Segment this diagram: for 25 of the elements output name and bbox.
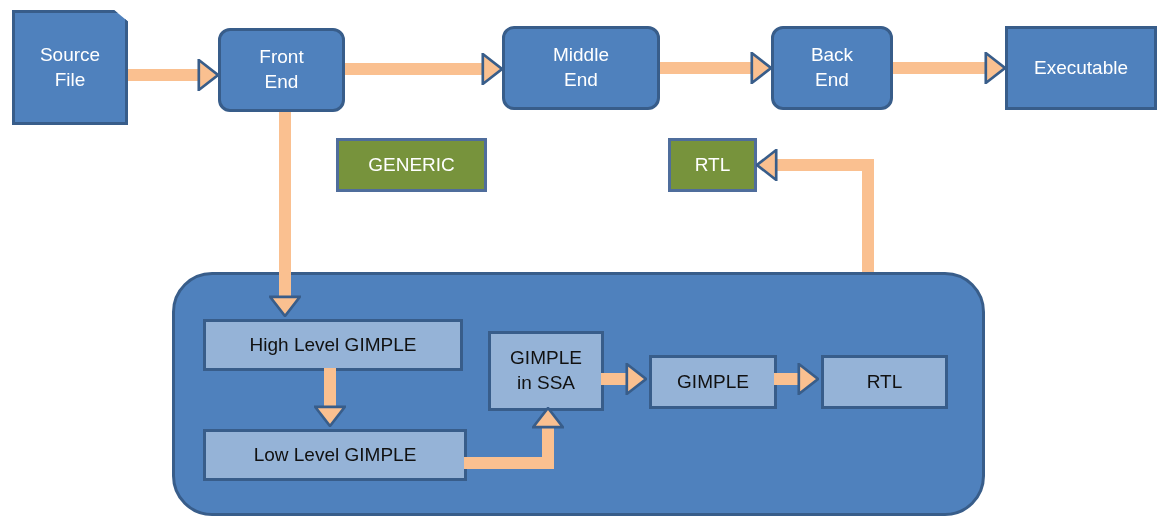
panel-background	[172, 272, 985, 516]
node-label: Middle End	[552, 43, 610, 92]
file-box	[12, 10, 128, 125]
node-label: Executable	[1034, 55, 1128, 80]
label-box	[336, 138, 487, 192]
process-box	[649, 355, 777, 409]
node-label: Source File	[38, 42, 102, 92]
process-box	[218, 28, 345, 112]
node-label: GIMPLE	[677, 369, 749, 394]
node-label: Back End	[809, 43, 855, 92]
process-box	[203, 319, 463, 371]
process-box	[203, 429, 467, 481]
node-label: GIMPLE in SSA	[509, 346, 583, 395]
process-box	[488, 331, 604, 411]
node-label: Low Level GIMPLE	[253, 442, 417, 467]
process-box	[502, 26, 660, 110]
node-label: Front End	[258, 45, 305, 94]
node-label: GENERIC	[368, 152, 455, 177]
label-box	[668, 138, 757, 192]
output-box	[1005, 26, 1157, 110]
process-box	[821, 355, 948, 409]
process-box	[771, 26, 893, 110]
node-label: RTL	[866, 369, 903, 394]
node-label: High Level GIMPLE	[249, 332, 417, 357]
node-label: RTL	[694, 152, 731, 177]
